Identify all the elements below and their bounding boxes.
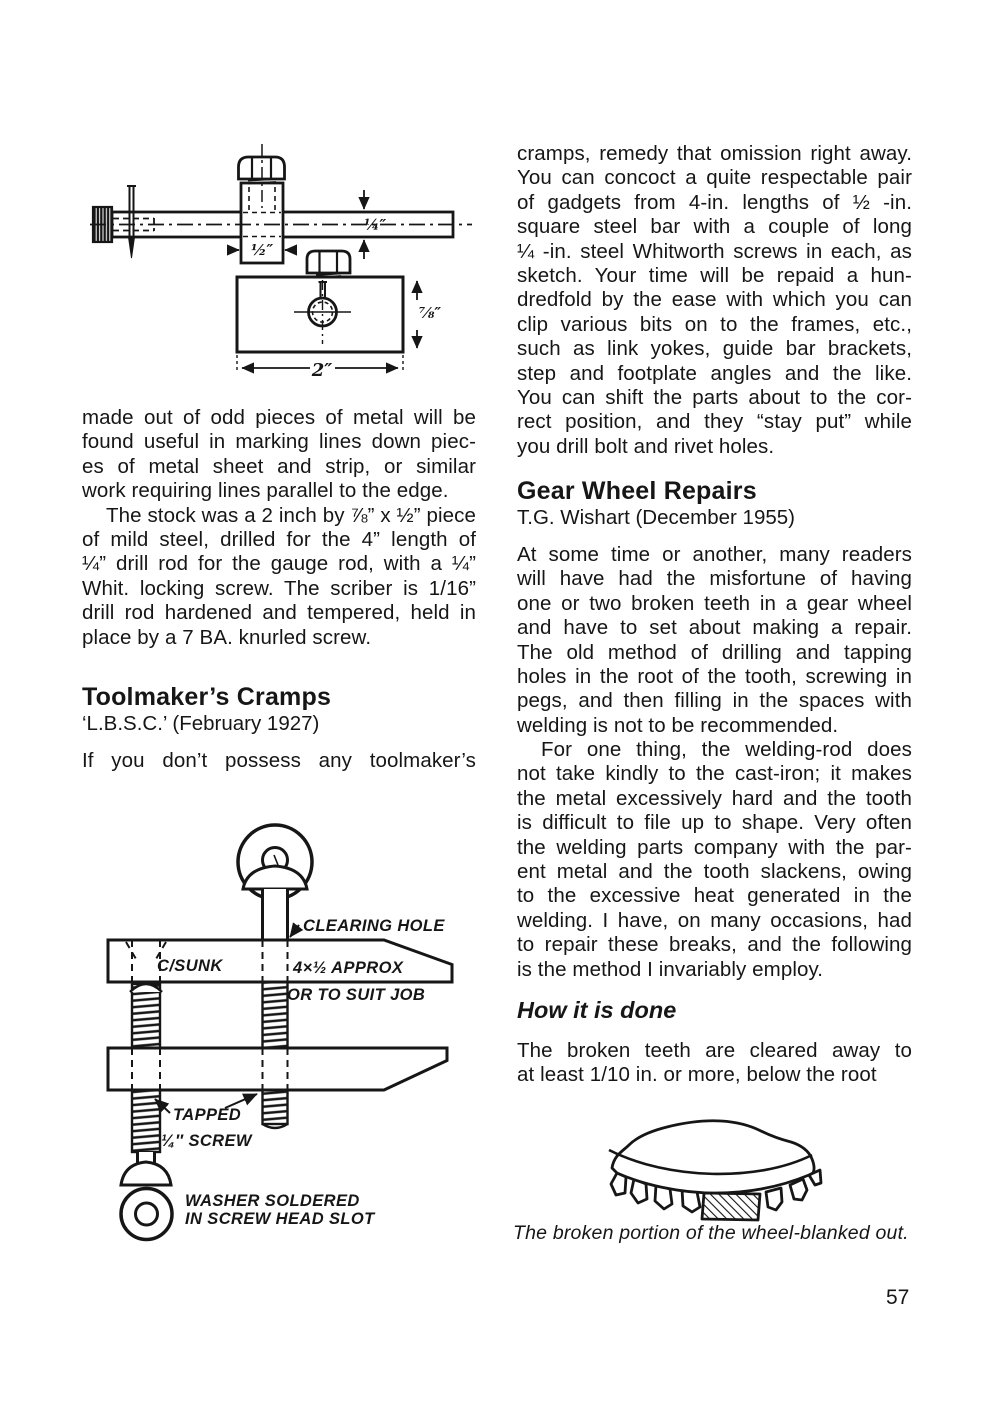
text-line: found useful in marking lines down piec-: [82, 430, 476, 454]
text-line: square steel bar with a couple of long: [517, 215, 912, 239]
scriber-pin: [127, 185, 136, 259]
text-line: The broken teeth are cleared away to: [517, 1039, 912, 1062]
text-line: For one thing, the welding-rod does: [541, 738, 912, 761]
text-line: such as link yokes, guide bar brackets,: [517, 337, 912, 361]
text-line: es of metal sheet and strip, or similar: [82, 454, 476, 478]
text-line: will have had the misfortune of having: [517, 567, 912, 591]
text-line: not take kindly to the cast-iron; it mak…: [517, 762, 912, 786]
dimension-seven-eighths: ⅞″: [419, 304, 442, 322]
gauge-drawing: [90, 144, 472, 374]
label-washer-soldered: WASHER SOLDERED: [185, 1192, 360, 1210]
text-line: to repair these breaks, and the followin…: [517, 933, 912, 957]
label-or-to-suit-job: OR TO SUIT JOB: [287, 986, 425, 1004]
blanked-out-portion: [700, 1191, 762, 1222]
text-line: If you don’t possess any toolmaker’s: [82, 749, 476, 772]
toolmakers-cramp-figure: CLEARING HOLE C/SUNK 4×½ APPROX OR TO SU…: [106, 823, 454, 1242]
text-line: holes in the root of the tooth, screwing…: [517, 665, 912, 689]
broken-gear-wheel-figure: [608, 1119, 823, 1222]
text-line: sketch. Your time will be repaid a hun-: [517, 264, 912, 288]
label-in-screw-head-slot: IN SCREW HEAD SLOT: [185, 1210, 376, 1228]
text-line: pegs, and then filling in the spaces wit…: [517, 689, 912, 713]
screw-head: [119, 1160, 173, 1187]
text-line: drill rod hardened and tempered, held in: [82, 601, 476, 625]
dimension-half-inch: ½″: [251, 241, 274, 259]
section-gear-wheel-repairs: Gear Wheel Repairs T.G. Wishart (Decembe…: [517, 477, 912, 530]
label-tapped: TAPPED: [173, 1106, 241, 1124]
text-line: you drill bolt and rivet holes.: [517, 434, 775, 458]
label-approx: 4×½ APPROX: [292, 959, 404, 977]
text-line: the metal excessively hard and the tooth: [517, 786, 912, 810]
stock-locking-nut: [237, 155, 286, 185]
label-quarter-screw: ¼″ SCREW: [161, 1132, 253, 1150]
text-line: is the method I invariably employ.: [517, 957, 824, 981]
text-line: You can shift the parts about to the cor…: [517, 386, 912, 410]
text-line: welding is not to be recommended.: [517, 713, 839, 737]
text-line: ¼ -in. steel Whitworth screws in each, a…: [517, 239, 912, 263]
label-csunk: C/SUNK: [157, 957, 223, 975]
section-heading: Gear Wheel Repairs: [517, 477, 757, 505]
upper-jaw-bar: [106, 938, 454, 984]
text-line: Whit. locking screw. The scriber is 1/16…: [82, 576, 476, 600]
text-line: one or two broken teeth in a gear wheel: [517, 591, 912, 615]
left-paragraph-3: If you don’t possess any toolmaker’s: [82, 749, 476, 773]
text-line: work requiring lines parallel to the edg…: [82, 479, 449, 503]
text-line: ¼” drill rod for the gauge rod, with a ¼…: [82, 552, 476, 576]
section-byline: ‘L.B.S.C.’ (February 1927): [82, 712, 320, 735]
text-line: of mild steel, drilled for the 4” length…: [82, 528, 476, 551]
section-toolmakers-cramps: Toolmaker’s Cramps ‘L.B.S.C.’ (February …: [82, 683, 476, 736]
text-line: cramps, remedy that omission right away.: [517, 142, 912, 165]
text-line: is difficult to file up to shape. Very o…: [517, 811, 912, 835]
section-byline: T.G. Wishart (December 1955): [517, 506, 795, 529]
lower-jaw-bar: [106, 1046, 449, 1092]
text-line: at least 1/10 in. or more, below the roo…: [517, 1063, 877, 1087]
text-line: welding. I have, on many occasions, had: [517, 908, 912, 932]
text-line: The stock was a 2 inch by ⅞” x ½” piece: [106, 503, 476, 527]
text-line: At some time or another, many readers: [517, 543, 912, 566]
text-line: clip various bits on to the frames, etc.…: [517, 312, 912, 336]
marking-gauge-figure: ½″ ¼″ ⅞″ 2″: [90, 144, 472, 381]
text-line: place by a 7 BA. knurled screw.: [82, 625, 372, 649]
figure-caption: The broken portion of the wheel-blanked …: [513, 1222, 909, 1244]
page-number: 57: [886, 1286, 910, 1309]
subheading-how-it-is-done: How it is done: [517, 997, 677, 1023]
label-clearing-hole: CLEARING HOLE: [303, 917, 445, 935]
text-line: The old method of drilling and tapping: [517, 640, 912, 664]
section-heading: Toolmaker’s Cramps: [82, 683, 332, 711]
block-locking-nut: [305, 249, 352, 279]
text-line: made out of odd pieces of metal will be: [82, 406, 476, 429]
text-line: rect position, and they “stay put” while: [517, 410, 912, 434]
text-line: dredfold by the ease with which you can: [517, 288, 912, 312]
right-paragraph-1: cramps, remedy that omission right away.…: [517, 142, 912, 459]
text-line: and have to set about making a repair.: [517, 616, 912, 640]
text-line: of gadgets from 4-in. lengths of ½ -in.: [517, 190, 912, 214]
text-line: You can concoct a quite respectable pair: [517, 166, 912, 190]
dimension-quarter-inch: ¼″: [364, 216, 387, 234]
text-line: the welding parts company with the par-: [517, 835, 912, 859]
dimension-two-inch: 2″: [311, 360, 333, 381]
text-line: to the excessive heat generated in the: [517, 884, 912, 908]
text-line: ent metal and the tooth slackens, owing: [517, 860, 912, 884]
gear-wheel-drawing: [608, 1119, 823, 1222]
cramp-drawing: [106, 823, 454, 1242]
text-line: step and footplate angles and the like.: [517, 361, 912, 385]
